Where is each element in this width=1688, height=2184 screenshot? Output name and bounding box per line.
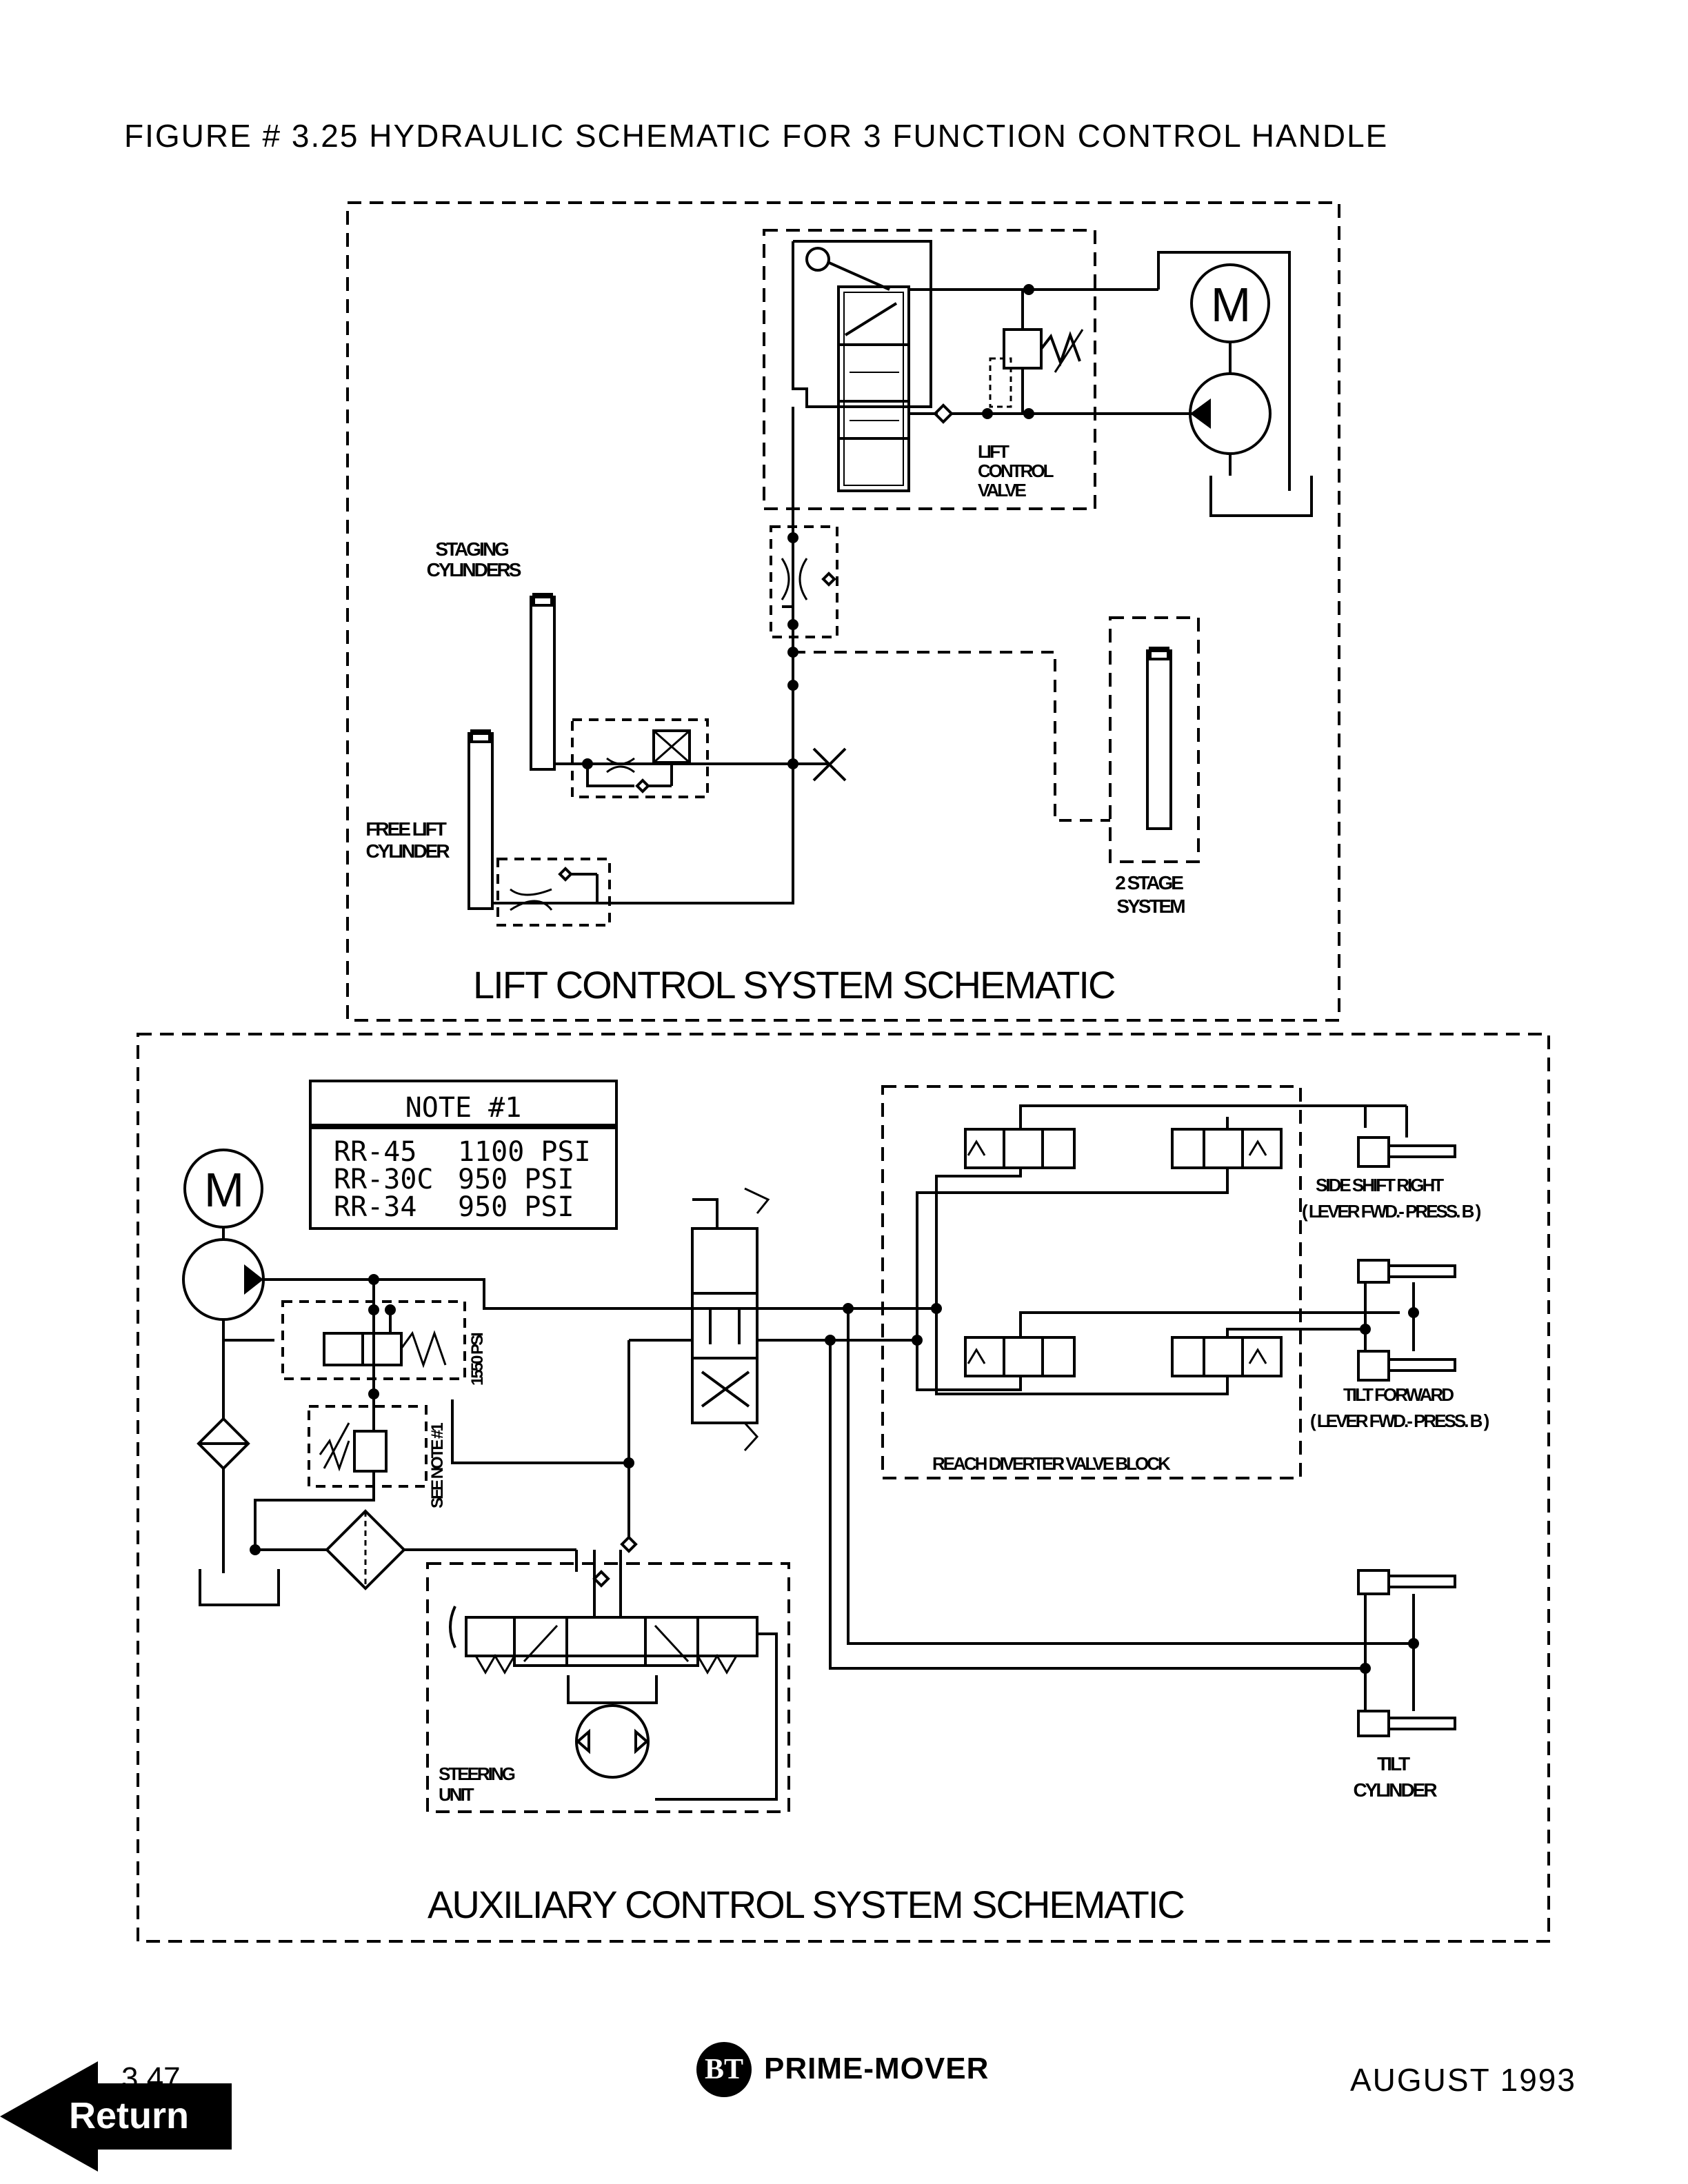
lift-section-border [346, 201, 1340, 1022]
steering-arrow-icon [449, 1606, 456, 1648]
steering-unit-box [426, 1562, 790, 1813]
two-stage-cylinder [1146, 649, 1172, 830]
side-shift-cylinder [1357, 1136, 1390, 1168]
aux-tank-icon [199, 1569, 280, 1606]
tilt-cylinder-label: TILT CYLINDER [1353, 1753, 1437, 1801]
reach-diverter-block [881, 1085, 1302, 1479]
steering-unit-label: STEERING UNIT [439, 1763, 516, 1805]
free-lift-cylinder-label: FREE LIFT CYLINDER [365, 818, 450, 862]
return-arrow-icon [0, 2061, 232, 2172]
relief-spring-icon [1040, 331, 1081, 367]
staging-cylinder [530, 596, 556, 771]
return-button[interactable]: Return [0, 2061, 234, 2172]
free-lift-cylinder [468, 732, 494, 910]
note-row: RR-34 950 PSI [334, 1191, 574, 1223]
steering-pump-icon [575, 1704, 650, 1779]
aux-control-section: NOTE #1 RR-45 1100 PSI RR-30C 950 PSI RR… [137, 1033, 1550, 1943]
lift-control-section: M [346, 201, 1340, 1022]
note-heading: NOTE #1 [405, 1092, 522, 1124]
lift-flow-control-box [770, 525, 838, 638]
tilt-forward-cylinder [1357, 1350, 1390, 1382]
note-row: RR-45 1100 PSI [334, 1136, 591, 1168]
brand-name: PRIME-MOVER [764, 2052, 989, 2085]
return-label: Return [69, 2095, 189, 2136]
page-number: 3.47 [121, 2061, 181, 2095]
relief-1550-label: 1550 PSI [468, 1333, 487, 1386]
diverter-valve [1171, 1336, 1283, 1377]
lift-control-valve-label: LIFT CONTROL VALVE [978, 441, 1054, 501]
note-row: RR-30C 950 PSI [334, 1164, 574, 1195]
lift-tank-icon [1209, 476, 1313, 517]
tilt-forward-label: TILT FORWARD ( LEVER FWD.- PRESS. B ) [1310, 1384, 1489, 1431]
tilt-cylinder [1357, 1569, 1390, 1595]
relief-block-note [308, 1405, 428, 1488]
tilt-cylinder [1357, 1710, 1390, 1737]
see-note-label: SEE NOTE #1 [428, 1423, 447, 1508]
brand-logo: BT [696, 2042, 752, 2097]
diverter-valve [964, 1128, 1076, 1169]
aux-motor-label: M [204, 1163, 243, 1217]
two-stage-box [1109, 616, 1200, 863]
return-filter-icon [325, 1509, 406, 1590]
diverter-valve [964, 1336, 1076, 1377]
lift-control-valve-spool [837, 285, 910, 492]
staging-cylinders-label: STAGING CYLINDERS [427, 538, 521, 580]
diverter-valve [1171, 1128, 1283, 1169]
lift-motor-label: M [1211, 278, 1249, 332]
staging-flow-box [571, 718, 709, 798]
page-title: FIGURE # 3.25 HYDRAULIC SCHEMATIC FOR 3 … [124, 118, 1389, 154]
reach-block-label: REACH DIVERTER VALVE BLOCK [932, 1453, 1171, 1474]
tilt-forward-cylinder [1357, 1259, 1390, 1284]
aux-section-border [137, 1033, 1550, 1943]
lift-relief-valve [1003, 328, 1043, 370]
lever-pivot-icon [805, 247, 830, 272]
aux-section-title: AUXILIARY CONTROL SYSTEM SCHEMATIC [428, 1883, 1184, 1926]
free-lift-flow-box [496, 858, 611, 927]
publication-date: AUGUST 1993 [1350, 2062, 1576, 2098]
lift-section-title: LIFT CONTROL SYSTEM SCHEMATIC [473, 963, 1115, 1007]
two-stage-system-label: 2 STAGE SYSTEM [1115, 872, 1185, 917]
lift-control-valve-box [763, 229, 1096, 510]
side-shift-label: SIDE SHIFT RIGHT ( LEVER FWD.- PRESS. B … [1302, 1175, 1481, 1222]
note-box [309, 1080, 618, 1230]
steering-valve [465, 1616, 758, 1657]
directional-valve [691, 1227, 758, 1424]
